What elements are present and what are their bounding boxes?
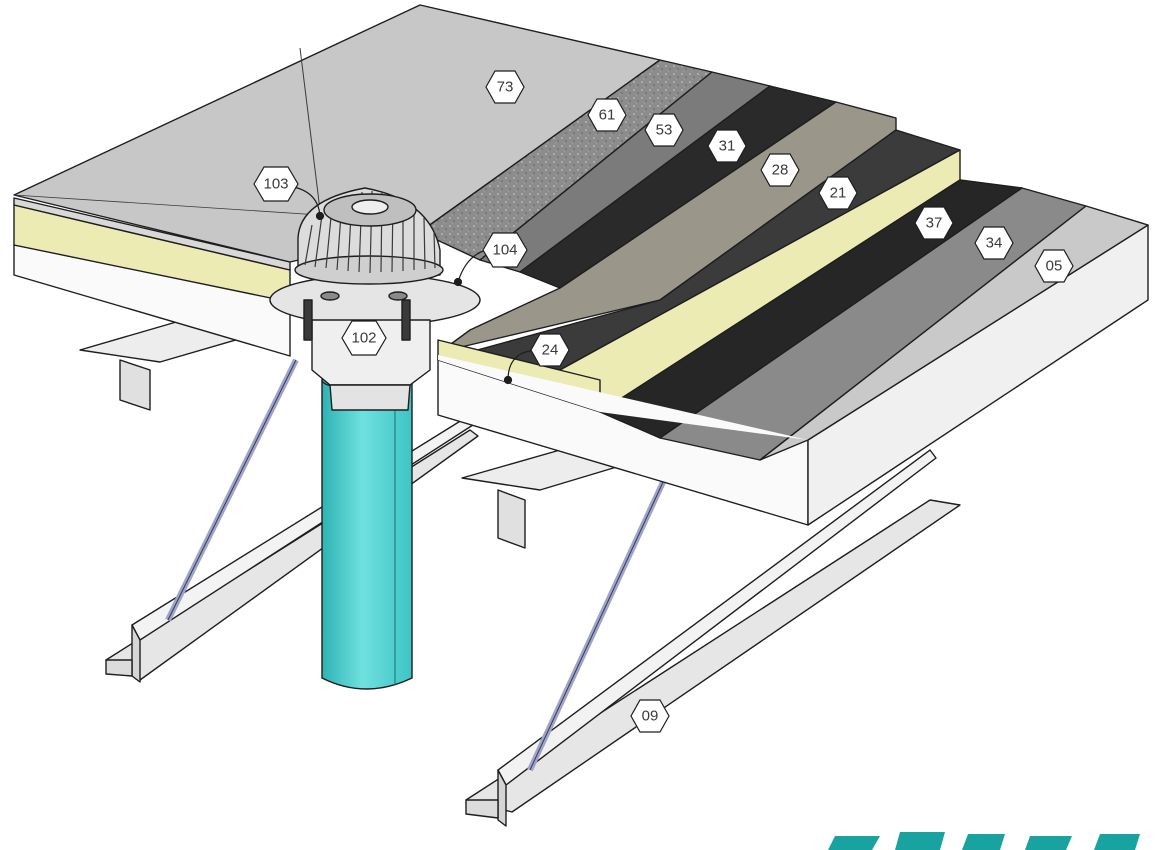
svg-text:73: 73 — [497, 79, 514, 96]
svg-text:34: 34 — [986, 235, 1003, 252]
callout-53: 53 — [644, 113, 684, 147]
svg-text:102: 102 — [351, 330, 376, 347]
callout-24: 24 — [530, 333, 570, 367]
callout-28: 28 — [760, 153, 800, 187]
svg-text:31: 31 — [719, 138, 736, 155]
callout-61: 61 — [587, 98, 627, 132]
svg-text:24: 24 — [542, 342, 559, 359]
callout-05: 05 — [1034, 249, 1074, 283]
callout-103: 103 — [253, 166, 299, 202]
svg-text:37: 37 — [926, 215, 943, 232]
beam-right — [465, 499, 961, 813]
brand-logo-cropped — [828, 832, 1140, 850]
deck-slab — [13, 224, 1149, 526]
svg-text:104: 104 — [492, 242, 517, 259]
callout-73: 73 — [485, 70, 525, 104]
callout-104: 104 — [482, 232, 528, 268]
svg-text:53: 53 — [656, 122, 673, 139]
callout-21: 21 — [818, 176, 858, 210]
downpipe-icon — [321, 369, 413, 690]
callout-34: 34 — [974, 226, 1014, 260]
callout-31: 31 — [707, 129, 747, 163]
callout-102: 102 — [341, 320, 387, 356]
callout-37: 37 — [914, 206, 954, 240]
svg-text:103: 103 — [263, 176, 288, 193]
roof-layers — [13, 4, 1149, 461]
svg-text:05: 05 — [1046, 258, 1063, 275]
svg-text:61: 61 — [599, 107, 616, 124]
callout-09: 09 — [630, 699, 670, 733]
svg-text:09: 09 — [642, 708, 659, 725]
beam-left — [105, 429, 479, 681]
svg-text:28: 28 — [772, 162, 789, 179]
svg-text:21: 21 — [830, 185, 847, 202]
